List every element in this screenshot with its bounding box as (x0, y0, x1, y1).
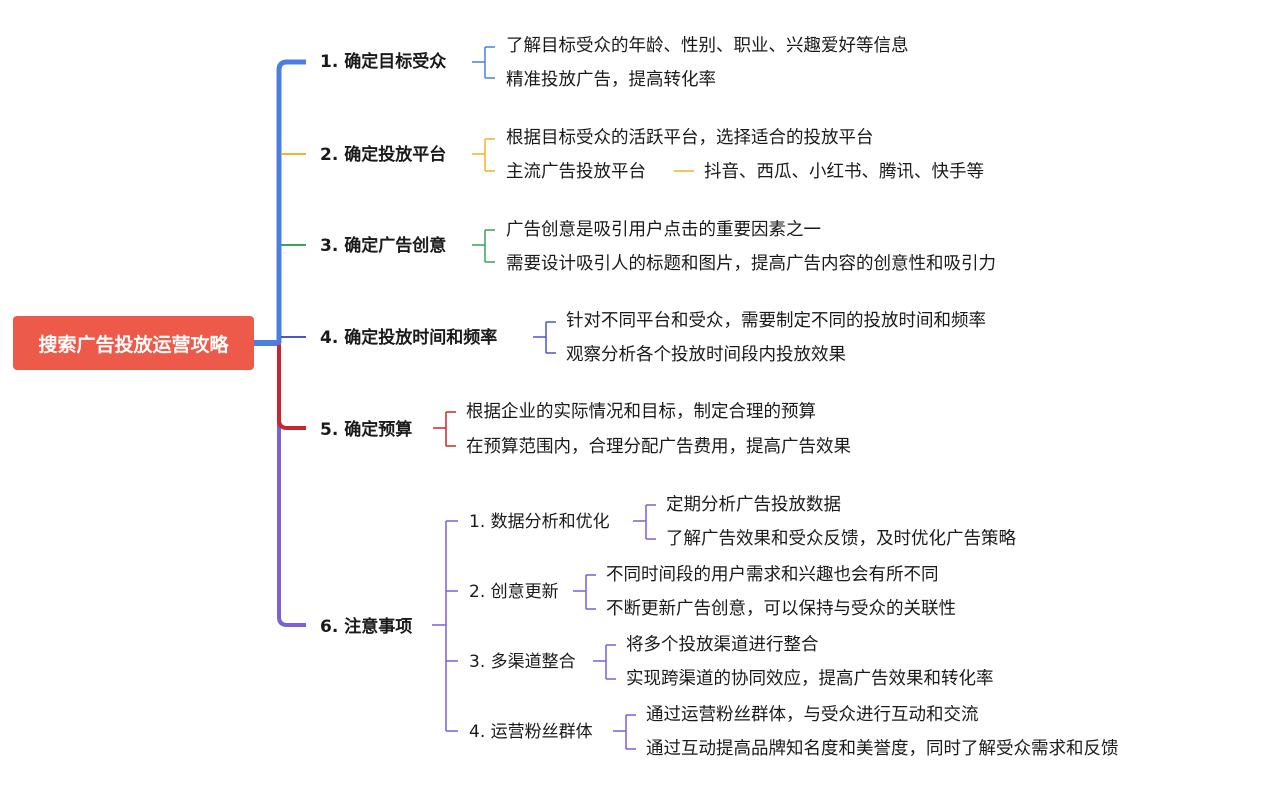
s3-leaf-1: 将多个投放渠道进行整合 (626, 635, 819, 655)
branch-6-node[interactable]: 6. 注意事项 (320, 617, 413, 637)
b3-leaf-2: 需要设计吸引人的标题和图片，提高广告内容的创意性和吸引力 (506, 254, 996, 274)
b2-leaf-2: 主流广告投放平台 (506, 162, 646, 182)
branch-1-node[interactable]: 1. 确定目标受众 (320, 52, 447, 72)
s1-bracket (633, 504, 656, 540)
b1-bracket (472, 46, 495, 79)
s4-bracket (613, 714, 636, 750)
spine-red (277, 345, 306, 430)
b2-leaf-1: 根据目标受众的活跃平台，选择适合的投放平台 (506, 128, 874, 148)
b6-subspine (432, 520, 458, 732)
b4-leaf-1: 针对不同平台和受众，需要制定不同的投放时间和频率 (566, 311, 986, 331)
branch-2-node[interactable]: 2. 确定投放平台 (320, 145, 447, 165)
b6-sub-3-node[interactable]: 3. 多渠道整合 (469, 652, 576, 672)
b1-leaf-2: 精准投放广告，提高转化率 (506, 70, 716, 90)
b5-leaf-2: 在预算范围内，合理分配广告费用，提高广告效果 (466, 437, 851, 457)
s4-leaf-2: 通过互动提高品牌知名度和美誉度，同时了解受众需求和反馈 (646, 739, 1119, 759)
branch-3-node[interactable]: 3. 确定广告创意 (320, 236, 447, 256)
s3-bracket (593, 644, 616, 680)
s2-leaf-2: 不断更新广告创意，可以保持与受众的关联性 (606, 599, 956, 619)
s1-leaf-2: 了解广告效果和受众反馈，及时优化广告策略 (666, 529, 1016, 549)
b2-leaf-2-child: 抖音、西瓜、小红书、腾讯、快手等 (704, 162, 984, 182)
spine-lower (277, 343, 306, 627)
root-node[interactable]: 搜索广告投放运营攻略 (13, 316, 254, 370)
b6-sub-4-node[interactable]: 4. 运营粉丝群体 (469, 722, 593, 742)
b3-bracket (472, 229, 495, 263)
branch-4-node[interactable]: 4. 确定投放时间和频率 (320, 328, 498, 348)
s3-leaf-2: 实现跨渠道的协同效应，提高广告效果和转化率 (626, 669, 994, 689)
s1-leaf-1: 定期分析广告投放数据 (666, 495, 841, 515)
b4-leaf-2: 观察分析各个投放时间段内投放效果 (566, 345, 846, 365)
b4-bracket (533, 321, 556, 354)
b6-sub-1-node[interactable]: 1. 数据分析和优化 (469, 512, 610, 532)
s2-leaf-1: 不同时间段的用户需求和兴趣也会有所不同 (606, 565, 939, 585)
branch-5-node[interactable]: 5. 确定预算 (320, 420, 413, 440)
b5-bracket (433, 411, 456, 447)
s4-leaf-1: 通过运营粉丝群体，与受众进行互动和交流 (646, 705, 979, 725)
spine-upper (276, 59, 306, 343)
b5-leaf-1: 根据企业的实际情况和目标，制定合理的预算 (466, 402, 816, 422)
s2-bracket (573, 574, 596, 610)
b3-leaf-1: 广告创意是吸引用户点击的重要因素之一 (506, 220, 821, 240)
b1-leaf-1: 了解目标受众的年龄、性别、职业、兴趣爱好等信息 (506, 36, 909, 56)
b6-sub-2-node[interactable]: 2. 创意更新 (469, 582, 559, 602)
b2-bracket (472, 138, 495, 172)
